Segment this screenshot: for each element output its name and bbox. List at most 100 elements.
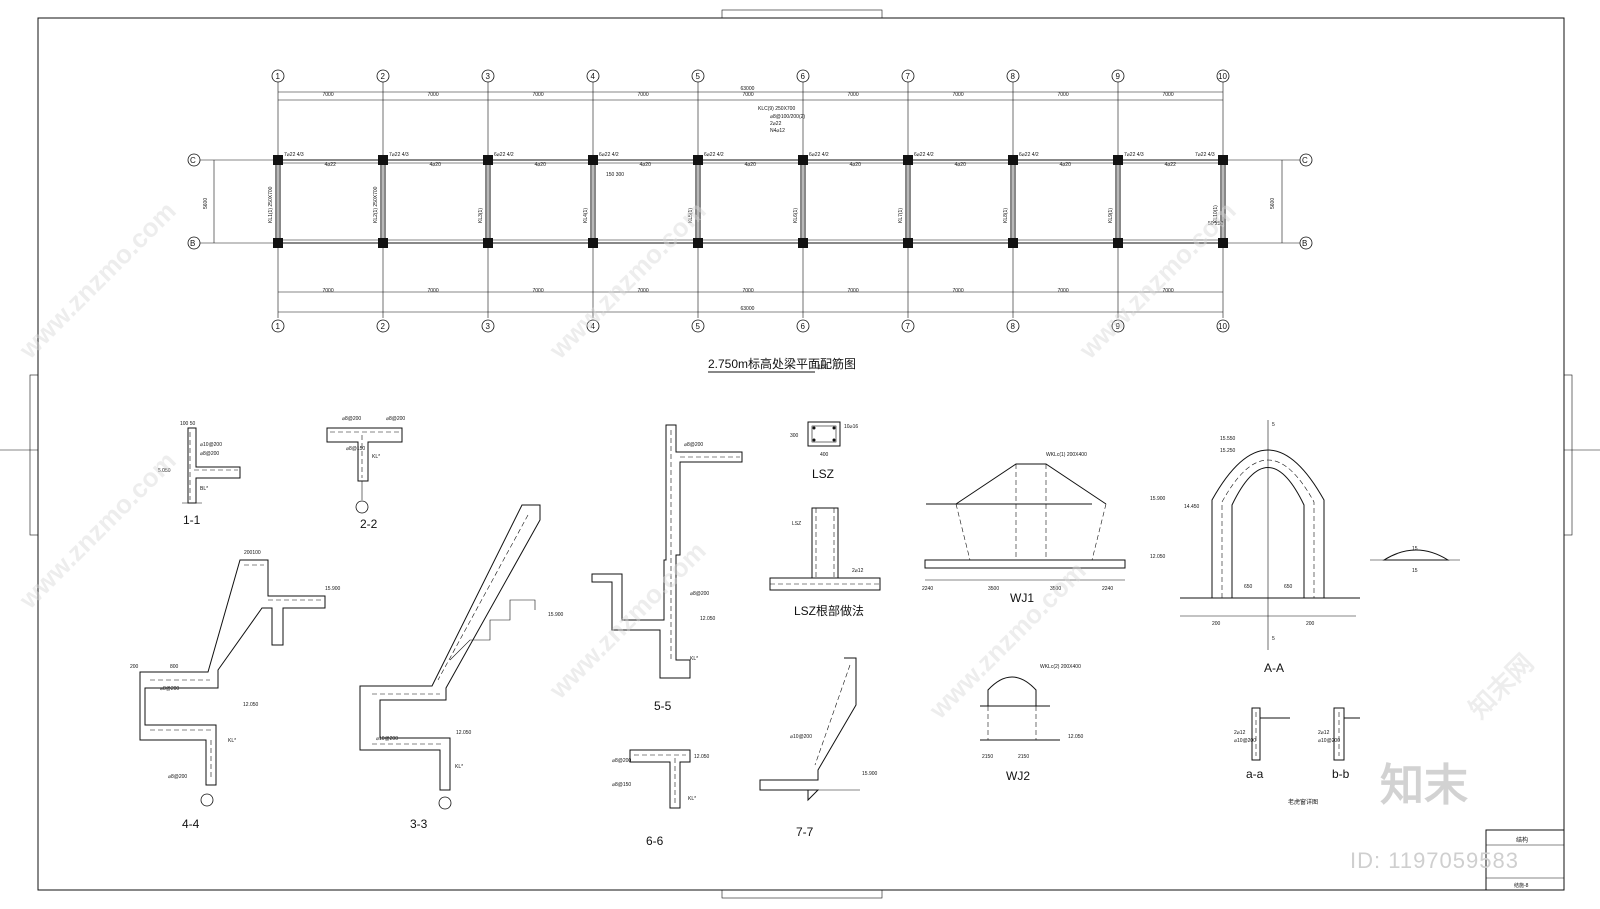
axis-number-bottom-1: 1: [276, 322, 281, 331]
kl-label-3: KL3(1): [478, 208, 484, 223]
svg-text:⌀10@200: ⌀10@200: [1318, 738, 1340, 744]
detail-6-6: ⌀8@200 ⌀8@150 12.050 KL* 6-6: [612, 749, 710, 848]
detail-4-4: 200100 15.900 12.050 ⌀8@200 ⌀8@200 KL* 2…: [130, 550, 341, 831]
axis-bubble-top-9: [1111, 69, 1125, 83]
column-c-8: [1008, 155, 1018, 165]
bay-dim-2: 7000: [428, 288, 439, 294]
axis-bubble-bottom-9: [1111, 319, 1125, 333]
svg-text:15.550: 15.550: [1220, 436, 1236, 442]
svg-text:⌀8@200: ⌀8@200: [160, 686, 179, 692]
bay-dim-8: 7000: [1058, 288, 1069, 294]
svg-text:12.050: 12.050: [700, 616, 716, 622]
bay-dim-7: 7000: [953, 288, 964, 294]
detail-label-2-2: 2-2: [360, 517, 378, 531]
svg-text:12.050: 12.050: [456, 730, 472, 736]
axis-bubble-top-4: [586, 69, 600, 83]
bay-dim-1: 7000: [323, 92, 334, 98]
svg-text:KL*: KL*: [690, 656, 698, 662]
svg-text:100 50: 100 50: [180, 421, 196, 427]
detail-label-a-a: A-A: [1264, 661, 1284, 675]
svg-text:⌀10@200: ⌀10@200: [376, 736, 398, 742]
axis-bubble-bottom-10: [1216, 319, 1230, 333]
plan-caption: 2.750m标高处梁平面配筋图: [708, 356, 856, 371]
svg-text:⌀8@200: ⌀8@200: [342, 416, 361, 422]
bay-dim-7: 7000: [953, 92, 964, 98]
axis-bubble-top-7: [901, 69, 915, 83]
axis-bubble-bottom-7: [901, 319, 915, 333]
axis-number-top-4: 4: [591, 72, 596, 81]
svg-text:⌀10@200: ⌀10@200: [1234, 738, 1256, 744]
bay-dim-6: 7000: [848, 92, 859, 98]
axis-bubble-bottom-3: [481, 319, 495, 333]
bay-dim-9: 7000: [1163, 92, 1174, 98]
axis-number-bottom-6: 6: [801, 322, 806, 331]
sheet-frame: [0, 9, 1600, 899]
svg-text:15: 15: [1412, 546, 1418, 552]
plan-klc-rebar-1: ⌀8@100/200(2): [770, 114, 805, 120]
axis-bubble-top-10: [1216, 69, 1230, 83]
column-c-4: [588, 155, 598, 165]
column-c-2: [378, 155, 388, 165]
axis-bubble-top-6: [796, 69, 810, 83]
svg-text:12.050: 12.050: [694, 754, 710, 760]
bay-dim-5: 7000: [743, 92, 754, 98]
detail-label-3-3: 3-3: [410, 817, 428, 831]
top-rebar-label-5: 6⌀22 4/2: [704, 152, 724, 158]
axis-number-top-8: 8: [1011, 72, 1016, 81]
svg-text:KL*: KL*: [228, 738, 236, 744]
kl-label-9: KL9(1): [1108, 208, 1114, 223]
top-rebar-label-1: 7⌀22 4/3: [284, 152, 304, 158]
svg-text:5: 5: [1272, 422, 1275, 428]
detail-label-aa-small: a-a: [1246, 767, 1264, 781]
svg-text:2240: 2240: [1102, 586, 1113, 592]
svg-text:12.050: 12.050: [1150, 554, 1166, 560]
detail-label-7-7: 7-7: [796, 825, 814, 839]
detail-label-5-5: 5-5: [654, 699, 672, 713]
mid-rebar-label-6: 4⌀20: [850, 162, 862, 168]
mid-rebar-label-8: 4⌀20: [1060, 162, 1072, 168]
svg-text:300: 300: [790, 433, 799, 439]
mid-rebar-label-7: 4⌀20: [955, 162, 967, 168]
mid-rebar-label-5: 4⌀20: [745, 162, 757, 168]
bay-dim-6: 7000: [848, 288, 859, 294]
axis-number-bottom-3: 3: [486, 322, 491, 331]
axis-number-bottom-2: 2: [381, 322, 386, 331]
svg-text:650: 650: [1284, 584, 1293, 590]
svg-text:15.900: 15.900: [548, 612, 564, 618]
detail-a-a: 200 650 650 200 15.550 15.250 14.450 5 5…: [1180, 420, 1360, 675]
detail-3-3: 15.900 12.050 KL* ⌀10@200 3-3: [359, 504, 564, 831]
bay-dim-8: 7000: [1058, 92, 1069, 98]
svg-text:⌀10@200: ⌀10@200: [790, 734, 812, 740]
detail-label-4-4: 4-4: [182, 817, 200, 831]
axis-bubble-bottom-8: [1006, 319, 1020, 333]
mid-rebar-label-4: 4⌀20: [640, 162, 652, 168]
bay-dim-9: 7000: [1163, 288, 1174, 294]
mid-rebar-label-1: 4⌀22: [325, 162, 337, 168]
top-rebar-label-6: 6⌀22 4/2: [809, 152, 829, 158]
detail-label-wj2: WJ2: [1006, 769, 1030, 783]
axis-bubble-bottom-5: [691, 319, 705, 333]
plan-klc-label: KLC(9) 250X700: [758, 106, 795, 112]
svg-text:15.250: 15.250: [1220, 448, 1236, 454]
axis-bubble-letter-left: [187, 153, 201, 167]
axis-bubble-bottom-1: [271, 319, 285, 333]
mid-rebar-label-3: 4⌀20: [535, 162, 547, 168]
plan-note-50-250: 50 250: [1208, 221, 1224, 227]
axis-bubble-letter-right: [1299, 236, 1313, 250]
kl-label-10: KL10(1): [1213, 205, 1219, 223]
axis-number-bottom-7: 7: [906, 322, 911, 331]
top-rebar-label-4: 6⌀22 4/2: [599, 152, 619, 158]
bay-dim-4: 7000: [638, 92, 649, 98]
axis-bubble-top-8: [1006, 69, 1020, 83]
svg-text:650: 650: [1244, 584, 1253, 590]
detail-a-mark: 15 15: [1370, 546, 1460, 574]
axis-number-top-10: 10: [1218, 72, 1227, 81]
detail-label-wj1: WJ1: [1010, 591, 1034, 605]
watermark-logo: 知末: [1380, 761, 1468, 810]
svg-text:15: 15: [1412, 568, 1418, 574]
svg-text:2150: 2150: [982, 754, 993, 760]
svg-text:⌀8@200: ⌀8@200: [200, 451, 219, 457]
axis-number-top-1: 1: [276, 72, 281, 81]
column-b-6: [798, 238, 808, 248]
